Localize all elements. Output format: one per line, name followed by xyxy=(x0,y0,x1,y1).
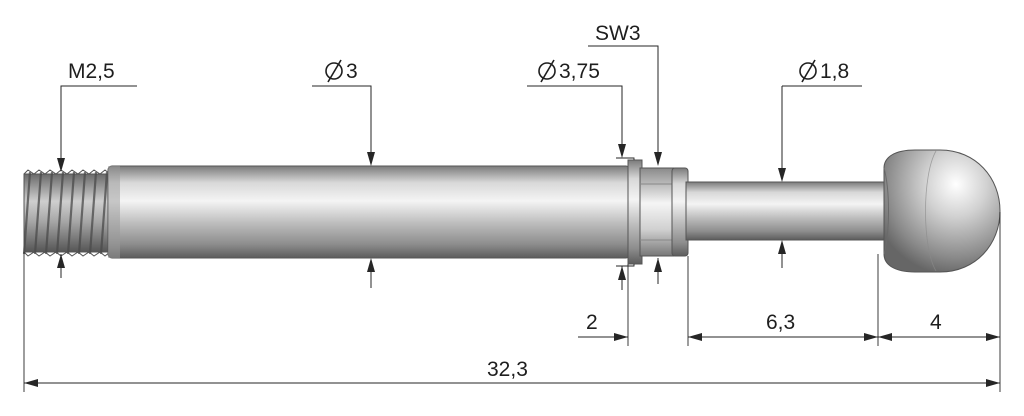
head-length-dimension: 4 xyxy=(878,311,1000,341)
overall-length-label: 32,3 xyxy=(487,358,528,381)
wrench-size-dimension: SW3 xyxy=(588,22,662,284)
collar-diameter-dimension: 3,75 xyxy=(527,59,635,290)
diameter-symbol-icon xyxy=(538,59,556,83)
collar-length-dimension: 2 xyxy=(578,311,628,341)
diameter-symbol-icon xyxy=(799,59,817,83)
neck-diameter-label: 1,8 xyxy=(820,60,849,83)
ball-stud xyxy=(22,149,1001,273)
collar-hex xyxy=(627,159,689,265)
head-length-label: 4 xyxy=(930,311,942,334)
neck-diameter-dimension: 1,8 xyxy=(778,59,862,268)
wrench-size-label: SW3 xyxy=(595,22,641,45)
main-shaft xyxy=(107,165,631,259)
neck-length-label: 6,3 xyxy=(766,311,795,334)
thread-label: M2,5 xyxy=(68,60,115,83)
shaft-diameter-dimension: 3 xyxy=(312,59,375,288)
ball-head xyxy=(883,149,1001,273)
extension-lines xyxy=(23,212,1001,392)
collar-diameter-label: 3,75 xyxy=(559,60,600,83)
collar-length-label: 2 xyxy=(586,311,598,334)
overall-length-dimension: 32,3 xyxy=(24,358,1000,387)
neck xyxy=(685,181,887,241)
thread-section xyxy=(22,169,111,257)
neck-length-dimension: 6,3 xyxy=(688,311,878,341)
thread-dimension: M2,5 xyxy=(57,60,137,278)
diameter-symbol-icon xyxy=(325,59,343,83)
shaft-diameter-label: 3 xyxy=(346,60,358,83)
